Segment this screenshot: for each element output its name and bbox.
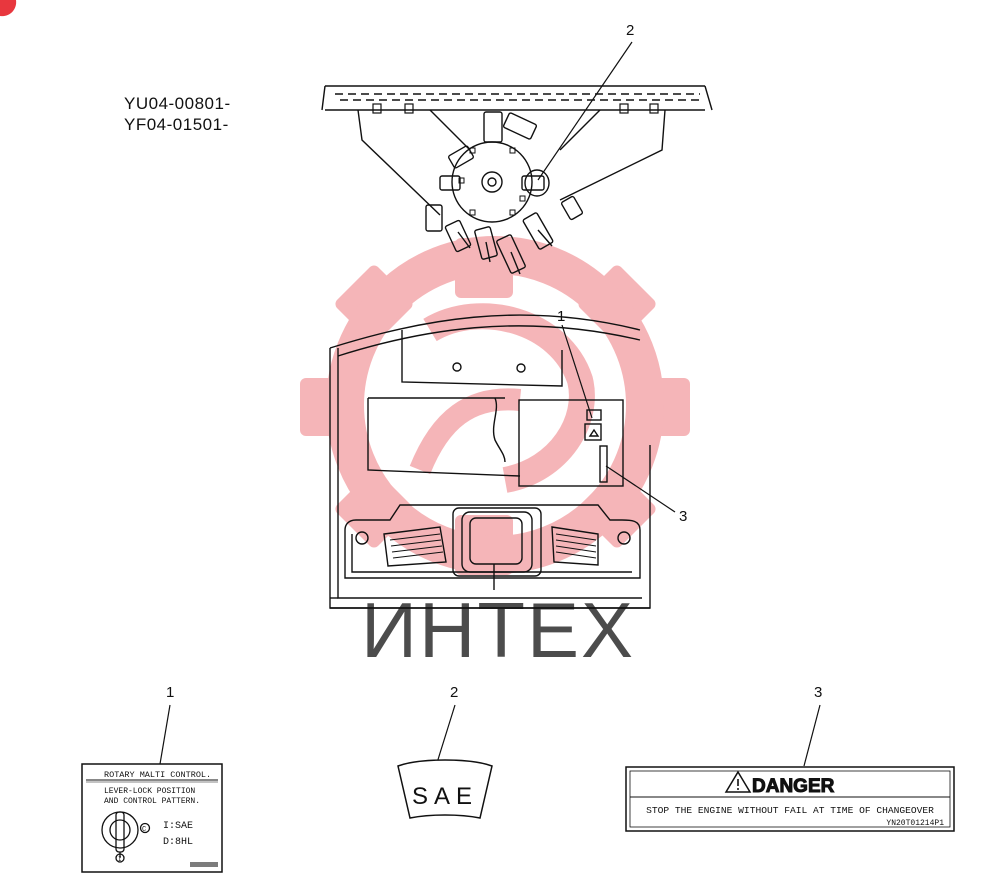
decal-1-mark-i: I bbox=[118, 856, 122, 863]
callout-decal-3: 3 bbox=[814, 684, 823, 701]
decal-3-header: DANGER bbox=[752, 776, 835, 797]
watermark-text: ИНТЕХ bbox=[361, 586, 635, 674]
decal-2-text: SAE bbox=[412, 783, 478, 810]
decal-1-option-2: D:8HL bbox=[163, 837, 193, 848]
leader-line-decal-1 bbox=[159, 704, 171, 765]
callout-panel-label: 1 bbox=[557, 308, 566, 325]
serial-number-1: YU04-00801- bbox=[124, 94, 231, 113]
console-panel bbox=[329, 314, 651, 609]
decal-1-line-1: LEVER-LOCK POSITION bbox=[104, 787, 195, 796]
leader-line-panel-3 bbox=[605, 465, 676, 513]
callout-top-selector: 2 bbox=[626, 22, 635, 39]
leader-line-decal-2 bbox=[435, 704, 456, 767]
callout-decal-1: 1 bbox=[166, 684, 175, 701]
warning-triangle-icon bbox=[724, 770, 752, 793]
decal-1-mark-c: C bbox=[142, 826, 146, 834]
decal-1-option-1: I:SAE bbox=[163, 821, 193, 832]
decal-2-sae: SAE bbox=[397, 759, 493, 819]
decal-3-message: STOP THE ENGINE WITHOUT FAIL AT TIME OF … bbox=[646, 805, 934, 816]
decal-3-part-number: YN20T01214P1 bbox=[886, 819, 944, 828]
decal-1-line-2: AND CONTROL PATTERN. bbox=[104, 797, 200, 806]
rotary-valve-assembly bbox=[321, 85, 713, 275]
corner-mark bbox=[0, 0, 17, 17]
watermark-gear-logo bbox=[300, 236, 690, 575]
serial-number-2: YF04-01501- bbox=[124, 115, 229, 134]
decal-3-danger: DANGER STOP THE ENGINE WITHOUT FAIL AT T… bbox=[625, 766, 955, 832]
leader-line-panel-1 bbox=[561, 324, 593, 419]
decal-1-rotary-control: ROTARY MALTI CONTROL. LEVER-LOCK POSITIO… bbox=[81, 763, 223, 873]
leader-line-top-2 bbox=[537, 41, 633, 181]
callout-decal-2: 2 bbox=[450, 684, 459, 701]
rotary-knob-icon bbox=[101, 811, 151, 863]
decal-1-title: ROTARY MALTI CONTROL. bbox=[104, 770, 211, 780]
callout-panel-warning: 3 bbox=[679, 508, 688, 525]
leader-line-decal-3 bbox=[803, 704, 821, 767]
